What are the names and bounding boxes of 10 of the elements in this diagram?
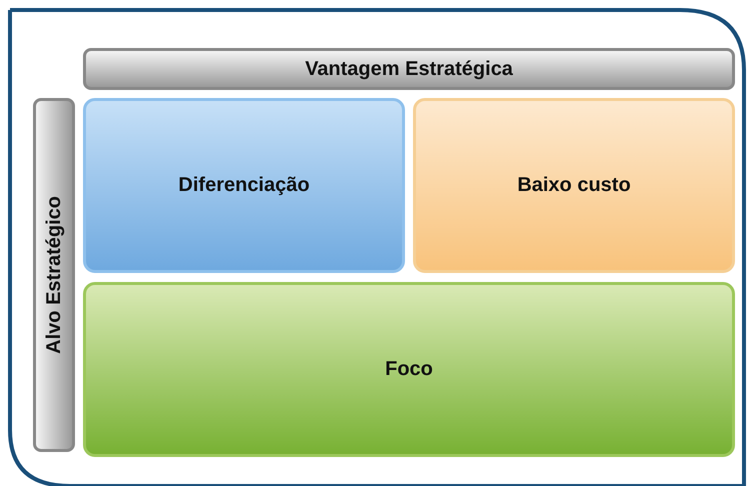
header-bar [83, 48, 735, 90]
label-text: Foco [385, 358, 433, 381]
side-bar [33, 98, 75, 452]
matrix-cell [83, 282, 735, 457]
matrix-cell [83, 98, 405, 273]
label-text: Diferenciação [178, 174, 310, 197]
label-text: Baixo custo [517, 174, 631, 197]
label-text: Alvo Estratégico [42, 196, 66, 354]
matrix-cell [413, 98, 735, 273]
label-text: Vantagem Estratégica [305, 58, 513, 80]
